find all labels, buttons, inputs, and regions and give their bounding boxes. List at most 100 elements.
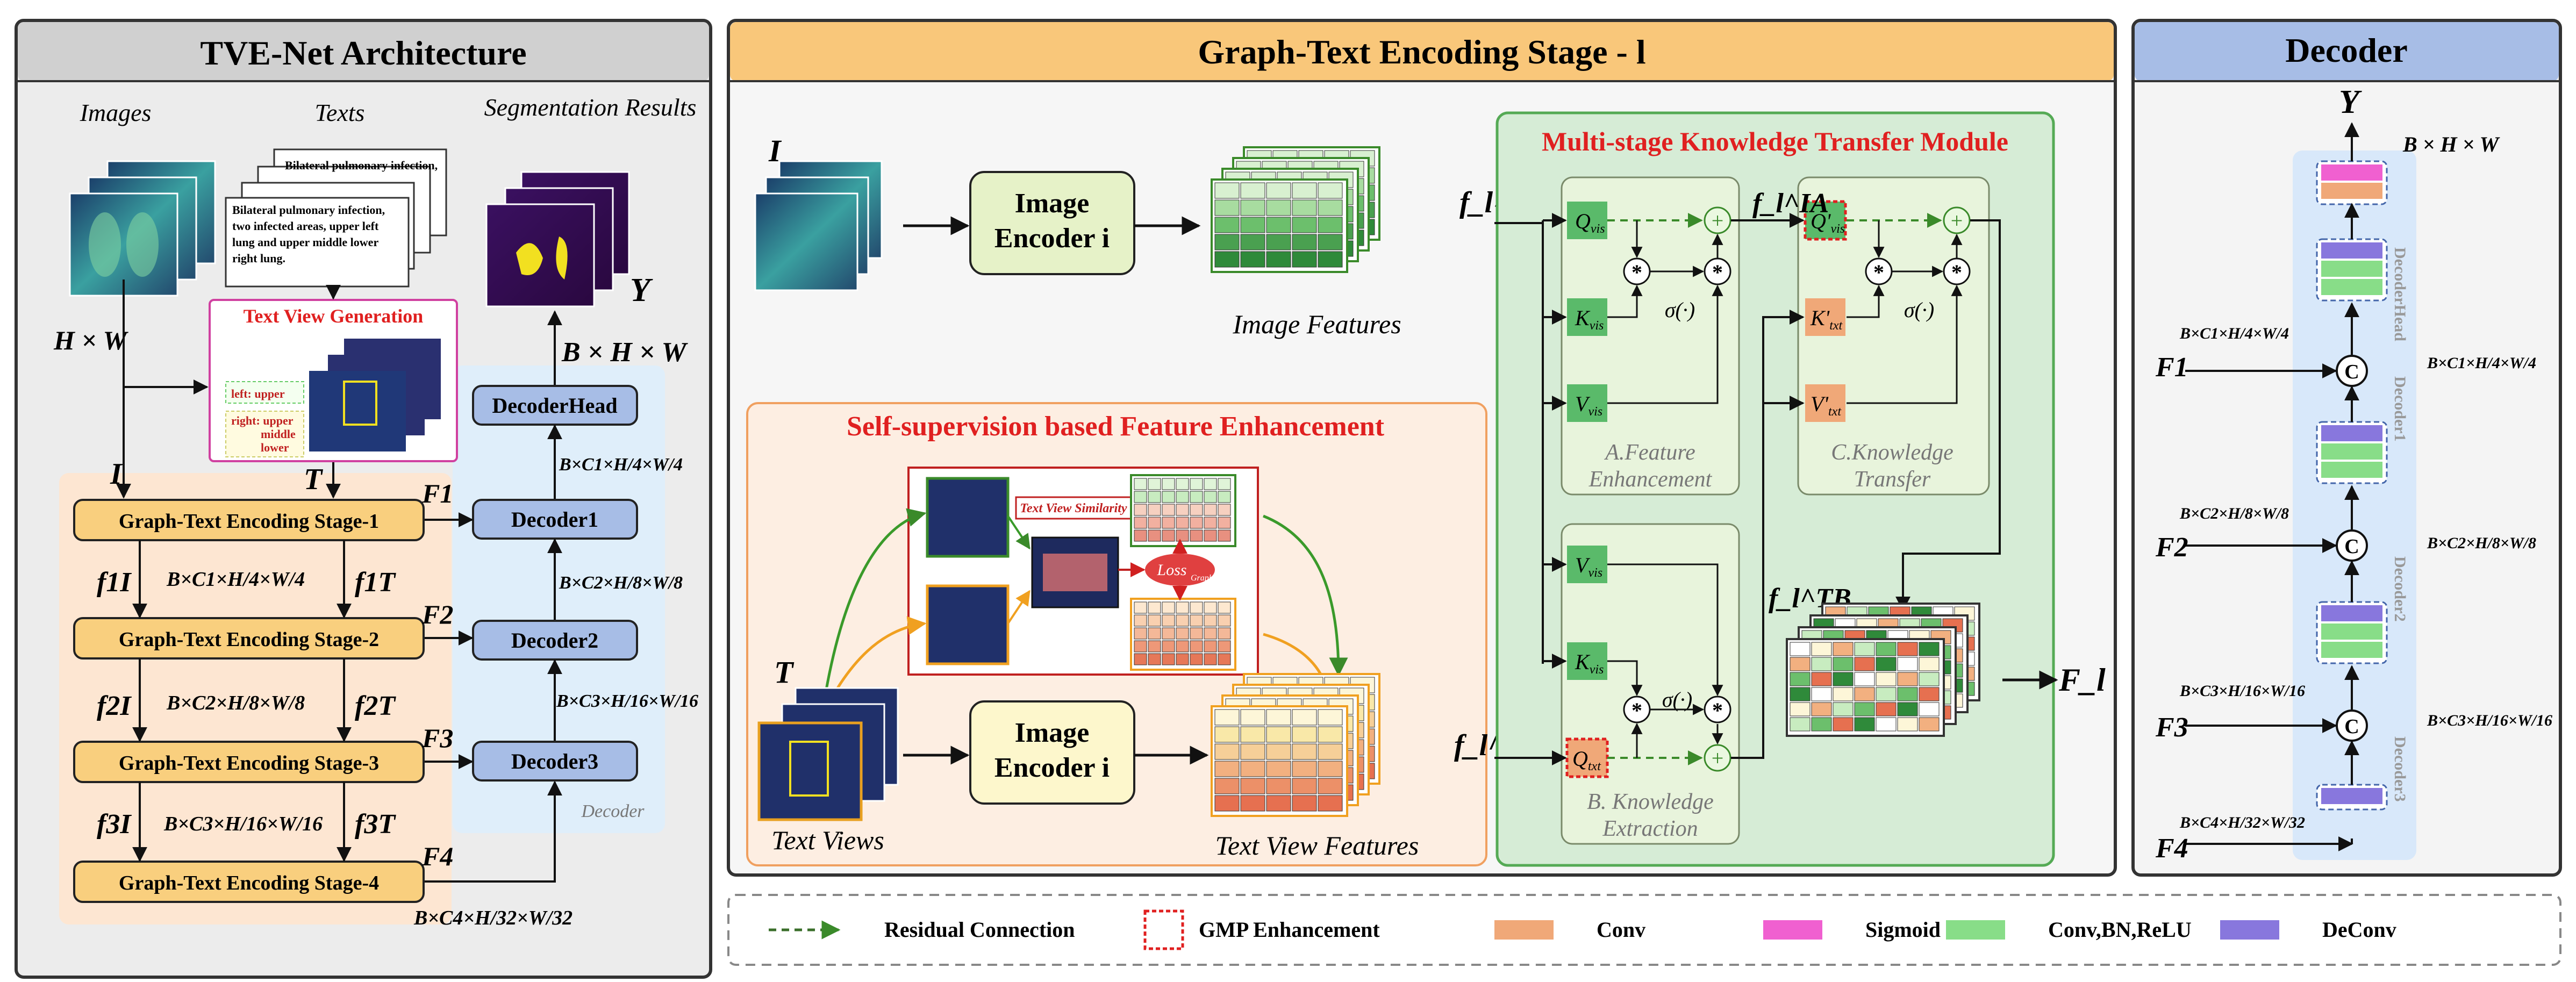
decoder-head-bottom-block (2316, 238, 2388, 302)
encoding-stage-2 (73, 617, 425, 660)
text-view-features-grid (1211, 673, 1380, 817)
image-encoder-bottom-line1: Image (1015, 718, 1090, 748)
stage-shape-2: B×C2×H/8×W/8 (166, 692, 305, 714)
tvg-right-text-3: lower (261, 441, 289, 454)
image-encoder-top (969, 171, 1135, 275)
text-view-similarity: Text View Similarity (1020, 501, 1127, 515)
Fl-label: F_l (2058, 662, 2106, 698)
image-encoder-top-line1: Image (1015, 188, 1090, 219)
left-out-shape: B × H × W (561, 337, 688, 368)
text-view-features-label: Text View Features (1215, 830, 1419, 861)
mktm-title: Multi-stage Knowledge Transfer Module (1542, 126, 2008, 156)
dec-shape-3: B×C3×H/16×W/16 (556, 691, 698, 711)
f3T-label: f3T (355, 809, 396, 840)
segmentation-results (485, 171, 630, 307)
legend-label-swatch: Conv (1597, 918, 1645, 942)
legend-item-swatch: Conv,BN,ReLU (1946, 918, 2192, 942)
f1T-label: f1T (355, 567, 396, 598)
a-sigma: σ(·) (1665, 298, 1695, 322)
concat-label-3: C (2344, 715, 2359, 738)
legend-label-swatch: Sigmoid (1865, 918, 1941, 942)
legend: Residual Connection GMP Enhancement Conv Si… (727, 894, 2561, 966)
legend-item-residual: Residual Connection (769, 918, 1075, 942)
left-y-label: Y (630, 272, 653, 309)
a-mult-2: * (1712, 260, 1723, 284)
F4-label: F4 (421, 841, 453, 871)
right-out-shape: B × H × W (2402, 132, 2500, 156)
b-sigma: σ(·) (1662, 687, 1692, 712)
right-shape-2a: B×C2×H/8×W/8 (2179, 505, 2289, 522)
right-decoder2-label: Decoder2 (2391, 556, 2409, 622)
f1I-label: f1I (97, 567, 132, 598)
decoder3-label: Decoder3 (511, 749, 598, 773)
F2-label: F2 (421, 599, 453, 629)
legend-label-swatch: Conv,BN,ReLU (2048, 918, 2192, 942)
ct-image-stack (69, 160, 216, 297)
text-views-label: Text Views (771, 825, 884, 855)
tvg-right-text-1: right: upper (231, 414, 294, 427)
qvis-a: Qvis (1575, 209, 1605, 236)
left-T-label: T (304, 463, 324, 496)
text-views-image (757, 721, 863, 821)
f2T-label: f2T (355, 691, 396, 721)
encoding-stage-4-label: Graph-Text Encoding Stage-4 (119, 872, 379, 894)
right-shape-4: B×C4×H/32×W/32 (2179, 814, 2305, 832)
f3I-label: f3I (97, 809, 132, 840)
output-feature-stack (1786, 603, 1980, 737)
decoder3-block (2316, 784, 2388, 811)
right-decoder-head-label: DecoderHead (2391, 247, 2409, 341)
right-shape-2b: B×C2×H/8×W/8 (2427, 534, 2536, 552)
image-encoder-top-line2: Encoder i (994, 223, 1110, 254)
knowledge-transfer-block (1797, 176, 1990, 496)
tvg-right-text-2: middle (261, 427, 296, 441)
c-mult-2: * (1951, 260, 1962, 284)
qkv-boxes: Qvis Kvis Vvis Q'vis K'txt V'txt Vvis Kv… (1565, 200, 1847, 778)
B-label-1: B. Knowledge (1587, 790, 1714, 814)
image-feature-layer (1211, 178, 1348, 273)
decoder1-label: Decoder1 (511, 507, 598, 532)
left-panel-title: TVE-Net Architecture (200, 34, 526, 72)
decoder2-label: Decoder2 (511, 628, 598, 653)
encoder-region (59, 473, 452, 924)
legend-item-gmp: GMP Enhancement (1143, 909, 1380, 950)
decoder-region (453, 365, 665, 833)
right-shape-3a: B×C3×H/16×W/16 (2179, 682, 2305, 700)
encoding-stage-1-label: Graph-Text Encoding Stage-1 (119, 510, 379, 533)
image-encoder-bottom-line2: Encoder i (994, 752, 1110, 783)
loss-sub-label: Graph (1191, 574, 1213, 583)
right-F1: F1 (2155, 352, 2188, 383)
A-label-1: A.Feature (1604, 440, 1695, 465)
a-plus: + (1712, 209, 1724, 233)
seg-results-label: Segmentation Results (484, 94, 697, 121)
right-decoder-region (2293, 150, 2416, 860)
center-T-label: T (774, 655, 795, 690)
b-mult-2: * (1712, 698, 1723, 722)
right-F3: F3 (2155, 712, 2188, 743)
image-encoder-bottom (969, 700, 1135, 805)
c-mult-1: * (1873, 260, 1884, 284)
c-plus: + (1951, 209, 1963, 233)
f2I-label: f2I (97, 691, 132, 721)
fIA-label: f_l^IA (1752, 188, 1829, 219)
text-view-generation-title: Text View Generation (244, 305, 424, 327)
similarity-matrix-top (1130, 474, 1236, 547)
decoder-head-label: DecoderHead (492, 393, 617, 418)
c-sigma: σ(·) (1904, 298, 1934, 322)
stage-shape-1: B×C1×H/4×W/4 (166, 568, 305, 591)
loss-label: Loss (1156, 561, 1186, 579)
b-plus: + (1712, 746, 1724, 770)
kvis-b: Kvis (1575, 650, 1604, 677)
output-feature-layer (1786, 638, 1945, 737)
texts-label: Texts (315, 99, 365, 126)
encoding-stages: Graph-Text Encoding Stage-1 Graph-Text E… (73, 499, 425, 903)
report-line-4: right lung. (232, 252, 285, 265)
images-label: Images (80, 99, 152, 126)
sim-top-layer (1130, 474, 1236, 547)
right-shape-1a: B×C1×H/4×W/4 (2179, 325, 2289, 342)
legend-item-swatch: Conv (1494, 918, 1645, 942)
report-line-2: two infected areas, upper left (232, 219, 379, 233)
stage-shape-3: B×C3×H/16×W/16 (163, 813, 323, 835)
text-feature-layer (1211, 705, 1348, 817)
hw-label: H × W (53, 325, 128, 355)
